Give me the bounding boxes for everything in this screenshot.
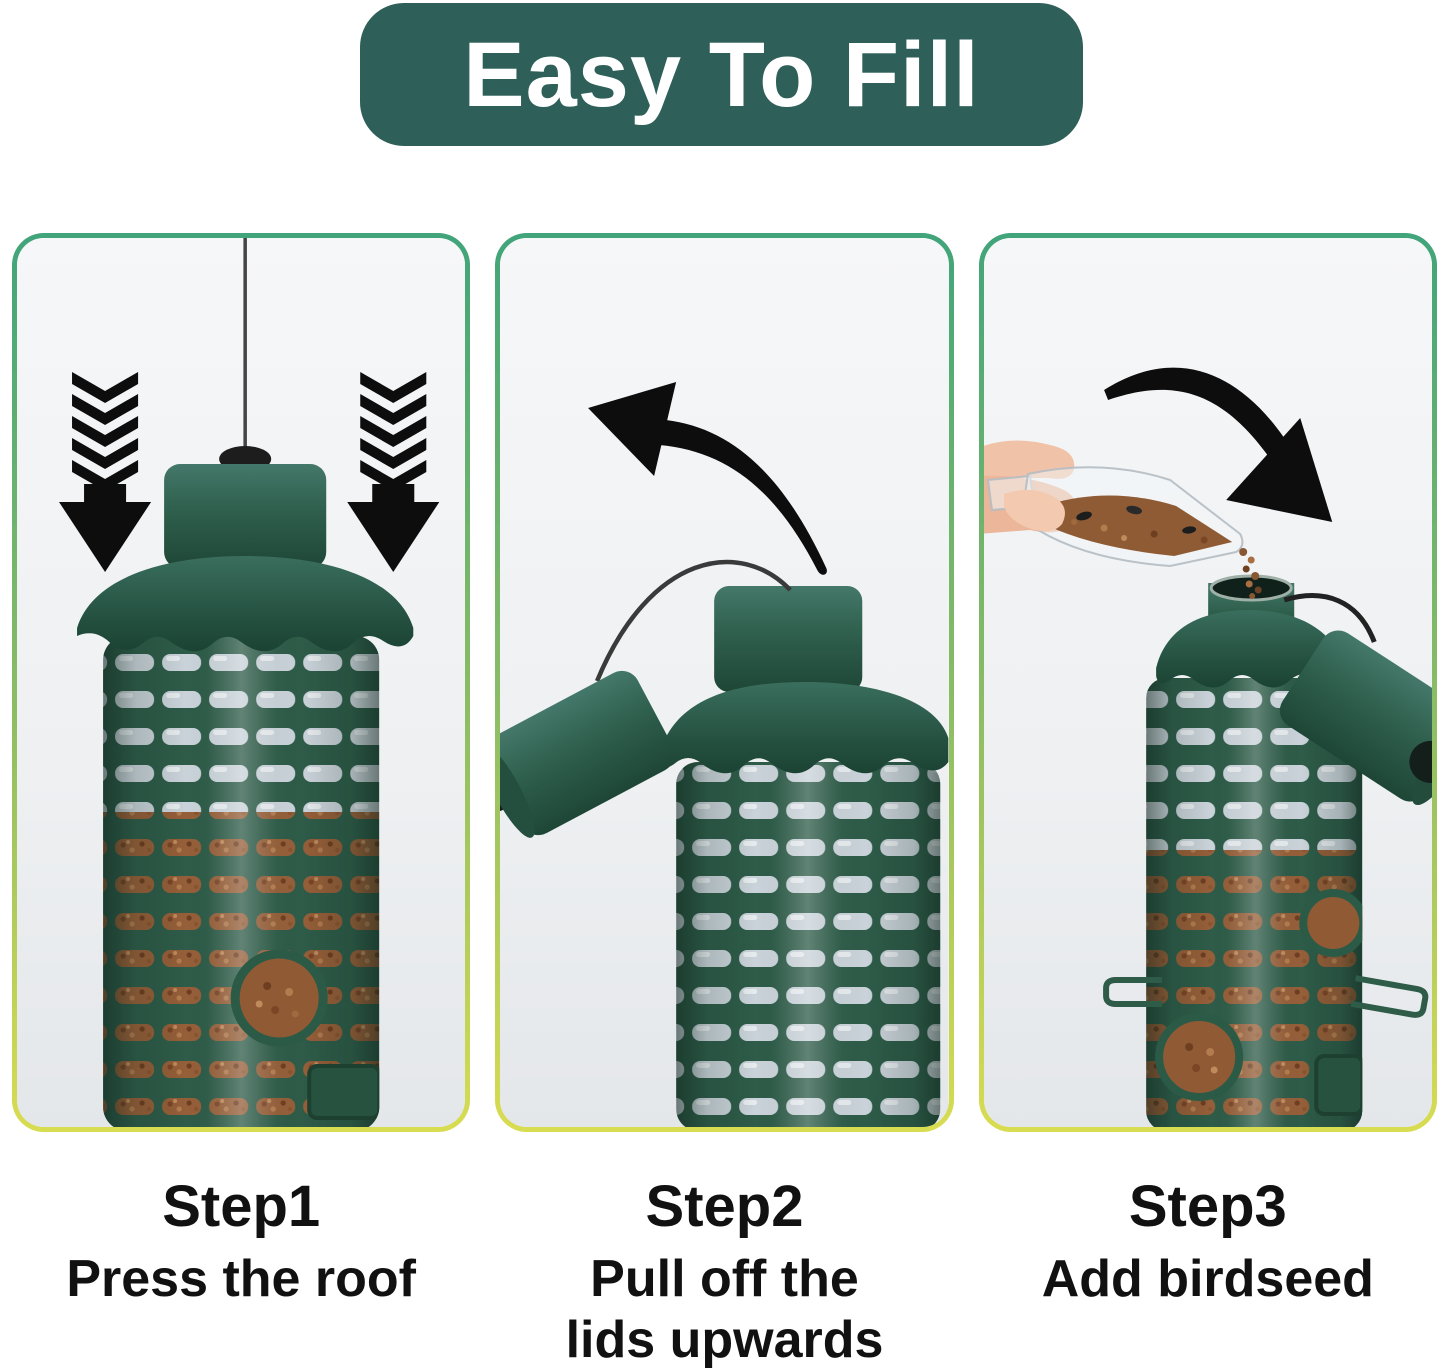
lid-wire (1283, 593, 1377, 643)
feeding-port (1154, 889, 1362, 1101)
lid-wire (595, 559, 793, 682)
seed-scoop (986, 466, 1244, 568)
step1-photo-frame (12, 233, 471, 1132)
feeder-lid-off-illustration (500, 238, 949, 1127)
step3-caption: Step3 Add birdseed (979, 1175, 1437, 1372)
left-perch (1102, 977, 1162, 1007)
curved-arrow-down-right-icon (1103, 367, 1332, 522)
step-photo-row (12, 233, 1437, 1132)
bird-feeder (77, 238, 414, 1127)
feeder-cap (164, 464, 327, 568)
hand-with-scoop (983, 440, 1262, 599)
pulled-off-lid (1279, 630, 1432, 806)
step2-caption: Step2 Pull off the lids upwards (495, 1175, 953, 1372)
step1-photo (17, 238, 466, 1127)
thumb (1003, 489, 1065, 532)
feeder-roof (77, 556, 414, 652)
title-banner: Easy To Fill (360, 3, 1083, 146)
step2-text-line1: Pull off the (590, 1249, 859, 1308)
feeder-press-roof-illustration (17, 238, 466, 1127)
feeder-cage (676, 762, 941, 1127)
step3-text-line1: Add birdseed (1041, 1249, 1374, 1308)
step1-label: Step1 (162, 1174, 321, 1239)
feeder-cage (1145, 678, 1362, 1127)
step2-label: Step2 (645, 1174, 804, 1239)
add-birdseed-illustration (983, 238, 1432, 1127)
step2-text-line2: lids upwards (565, 1311, 884, 1370)
step1-caption: Step1 Press the roof (12, 1175, 470, 1372)
step3-photo (983, 238, 1432, 1127)
bird-feeder (500, 559, 949, 1127)
feeder-cage (103, 636, 380, 1127)
right-perch (1350, 975, 1428, 1018)
curved-arrow-up-left-icon (588, 382, 828, 575)
step2-photo-frame (495, 233, 954, 1132)
falling-seeds (1238, 548, 1262, 599)
feeding-port (230, 949, 328, 1047)
step3-label: Step3 (1128, 1174, 1287, 1239)
step-captions-row: Step1 Press the roof Step2 Pull off the … (12, 1175, 1437, 1372)
feeder-cap (714, 586, 863, 692)
bird-feeder (1102, 574, 1432, 1127)
port-cover (1313, 1054, 1362, 1116)
port-cover (307, 1064, 380, 1120)
feeder-roof (1155, 610, 1344, 688)
pulled-off-lid (500, 670, 675, 838)
page-title: Easy To Fill (463, 23, 980, 126)
step3-photo-frame (978, 233, 1437, 1132)
feeder-roof (660, 682, 949, 774)
step1-text-line1: Press the roof (66, 1249, 416, 1308)
step2-photo (500, 238, 949, 1127)
